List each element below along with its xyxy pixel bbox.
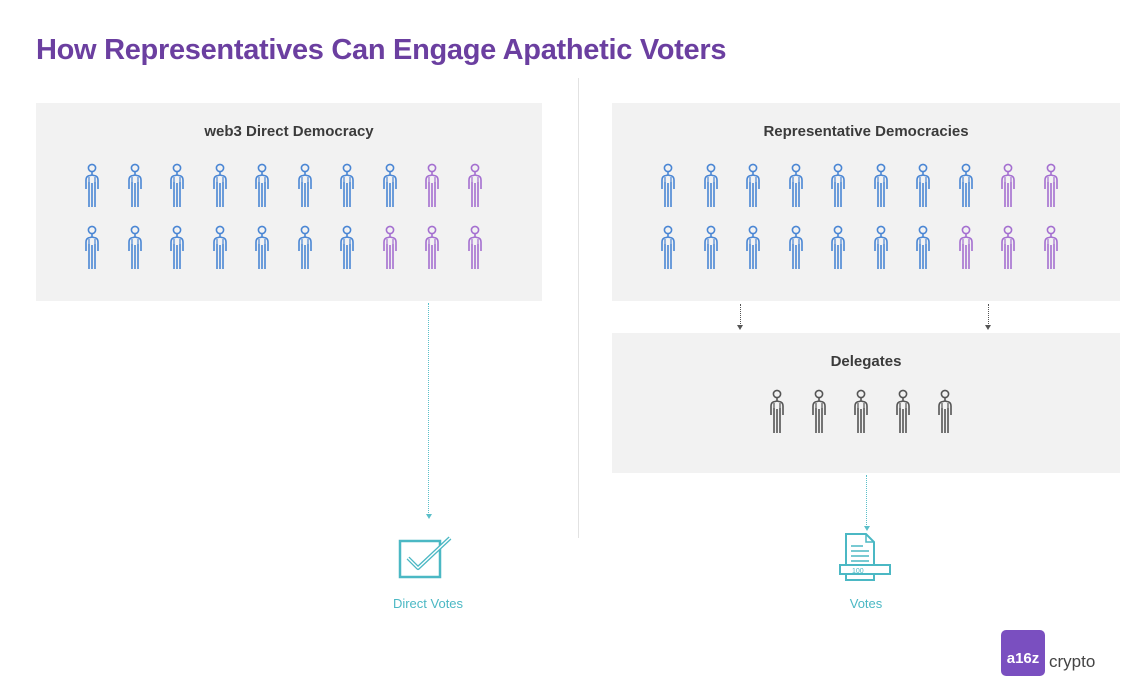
votes-connector: [866, 475, 867, 527]
voter-icon: [703, 225, 718, 269]
apathetic-voter-icon: [1001, 225, 1015, 269]
ballot-document-icon: 100: [836, 532, 896, 584]
voter-icon: [127, 163, 142, 207]
apathetic-voter-icon: [467, 163, 482, 207]
delegation-arrowhead-left: [737, 325, 743, 330]
voter-icon: [170, 225, 184, 269]
voter-icon: [297, 163, 312, 207]
voter-icon: [255, 225, 269, 269]
delegate-icon: [938, 389, 952, 433]
delegates-row: [766, 389, 956, 435]
voter-icon: [85, 225, 99, 269]
direct-votes-label: Direct Votes: [392, 596, 464, 611]
voter-icon: [382, 163, 397, 207]
voter-icon: [916, 163, 930, 207]
voter-icon: [85, 163, 99, 207]
voter-icon: [916, 225, 930, 269]
delegate-icon: [896, 389, 910, 433]
voter-icon: [661, 225, 675, 269]
voter-icon: [212, 163, 227, 207]
votes-label: Votes: [849, 596, 883, 611]
voter-icon: [212, 225, 227, 269]
voter-icon: [340, 163, 354, 207]
voter-icon: [788, 163, 803, 207]
apathetic-voter-icon: [1043, 225, 1058, 269]
page-title: How Representatives Can Engage Apathetic…: [36, 34, 727, 66]
apathetic-voter-icon: [1043, 163, 1058, 207]
direct-voters-grid: [81, 163, 506, 287]
a16z-logo: a16z: [1001, 630, 1045, 676]
representative-democracy-panel: Representative Democracies: [612, 103, 1120, 301]
direct-votes-connector: [428, 303, 429, 515]
voter-icon: [127, 225, 142, 269]
voter-icon: [170, 163, 184, 207]
delegate-icon: [770, 389, 784, 433]
voter-icon: [788, 225, 803, 269]
voter-icon: [255, 163, 269, 207]
apathetic-voter-icon: [1001, 163, 1015, 207]
apathetic-voter-icon: [425, 163, 439, 207]
voter-icon: [873, 225, 888, 269]
voter-icon: [873, 163, 888, 207]
apathetic-voter-icon: [425, 225, 439, 269]
delegate-icon: [854, 389, 868, 433]
delegation-connector-right: [988, 304, 989, 326]
voter-icon: [958, 163, 973, 207]
voter-icon: [746, 163, 760, 207]
voter-icon: [703, 163, 718, 207]
direct-votes-arrowhead: [426, 514, 432, 519]
logo-mark: a16z: [1006, 650, 1040, 667]
delegate-icon: [812, 389, 826, 433]
logo-text: crypto: [1049, 652, 1096, 671]
representative-democracy-title: Representative Democracies: [763, 123, 969, 140]
apathetic-voter-icon: [958, 225, 973, 269]
delegation-arrowhead-right: [985, 325, 991, 330]
ballot-number: 100: [852, 568, 864, 575]
delegation-connector-left: [740, 304, 741, 326]
represented-voters-grid: [657, 163, 1082, 287]
apathetic-voter-icon: [382, 225, 397, 269]
checkbox-check-icon: [396, 532, 460, 582]
voter-icon: [297, 225, 312, 269]
delegates-panel: Delegates: [612, 333, 1120, 473]
apathetic-voter-icon: [467, 225, 482, 269]
voter-icon: [746, 225, 760, 269]
votes-arrowhead: [864, 526, 870, 531]
direct-democracy-panel: web3 Direct Democracy: [36, 103, 542, 301]
voter-icon: [831, 163, 845, 207]
direct-democracy-title: web3 Direct Democracy: [204, 123, 374, 140]
voter-icon: [661, 163, 675, 207]
voter-icon: [831, 225, 845, 269]
center-divider: [578, 78, 579, 538]
voter-icon: [340, 225, 354, 269]
delegates-title: Delegates: [830, 353, 902, 370]
